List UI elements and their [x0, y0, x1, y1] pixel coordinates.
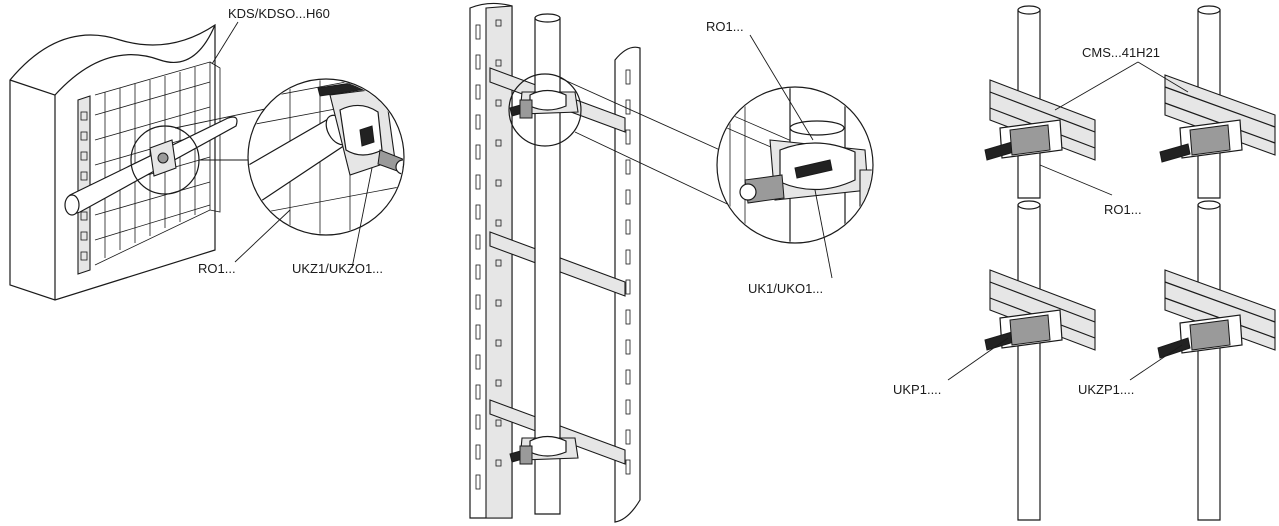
ladder-rail-right-slots	[625, 69, 631, 475]
screw-top-right	[1159, 143, 1191, 163]
detail-leader-b	[174, 107, 271, 129]
unit-top-left	[984, 5, 1096, 199]
ro1-middle-leader	[749, 34, 814, 141]
pipe-end	[64, 194, 80, 216]
cable-ladder-assembly	[469, 2, 741, 523]
pipe-bottom-left	[1017, 204, 1041, 521]
label-ukzp1: UKZP1....	[1078, 382, 1134, 397]
unit-top-right	[1159, 5, 1276, 199]
label-ro1-left: RO1...	[198, 261, 236, 276]
label-ro1-right: RO1...	[1104, 202, 1142, 217]
detail-leader-middle-a	[559, 77, 721, 151]
label-ro1-middle: RO1...	[706, 19, 744, 34]
mounting-rail	[77, 95, 91, 275]
clamp-bolt	[157, 152, 169, 164]
wall-cabinet-assembly	[9, 21, 271, 301]
detail-view-left	[234, 78, 405, 269]
ukz1-leader	[351, 167, 373, 269]
screw-bottom-right	[1157, 337, 1191, 359]
unit-bottom-left	[984, 200, 1096, 521]
label-cms: CMS...41H21	[1082, 45, 1160, 60]
ro1-left-leader	[234, 209, 291, 263]
strut-top-right	[1164, 74, 1276, 156]
label-ukz1-ukzo1: UKZ1/UKZO1...	[292, 261, 383, 276]
ladder-rail-right	[614, 46, 641, 523]
detail-leader-middle-b	[574, 131, 741, 211]
ladder-rail-left-slots	[475, 19, 502, 490]
uk1-leader	[814, 189, 833, 279]
strut-channel-assemblies	[947, 5, 1276, 521]
label-uk1-uko1: UK1/UKO1...	[748, 281, 823, 296]
detail-view-middle	[716, 34, 874, 279]
cms-leader-b	[1137, 61, 1189, 93]
ukp1-leader	[947, 337, 1009, 381]
wall-cabinet	[9, 23, 216, 301]
unit-bottom-right	[1157, 200, 1276, 521]
ro1-right-leader	[1039, 164, 1113, 196]
cms-leader-a	[1054, 61, 1139, 111]
wire-mesh-tray	[94, 61, 221, 266]
detail-circle-small-middle	[508, 73, 582, 147]
kds-leader	[211, 21, 239, 65]
cabinet-top-edge	[54, 24, 216, 96]
pipe-bottom-right	[1197, 204, 1221, 521]
label-kds-kdso: KDS/KDSO...H60	[228, 6, 330, 21]
strut-bottom-right	[1164, 269, 1276, 351]
ladder-clamp-bottom	[509, 435, 579, 465]
label-ukp1: UKP1....	[893, 382, 941, 397]
strut-bottom-left	[989, 269, 1096, 351]
ukzp1-leader	[1129, 344, 1183, 381]
ladder-clamp-top	[509, 89, 579, 119]
